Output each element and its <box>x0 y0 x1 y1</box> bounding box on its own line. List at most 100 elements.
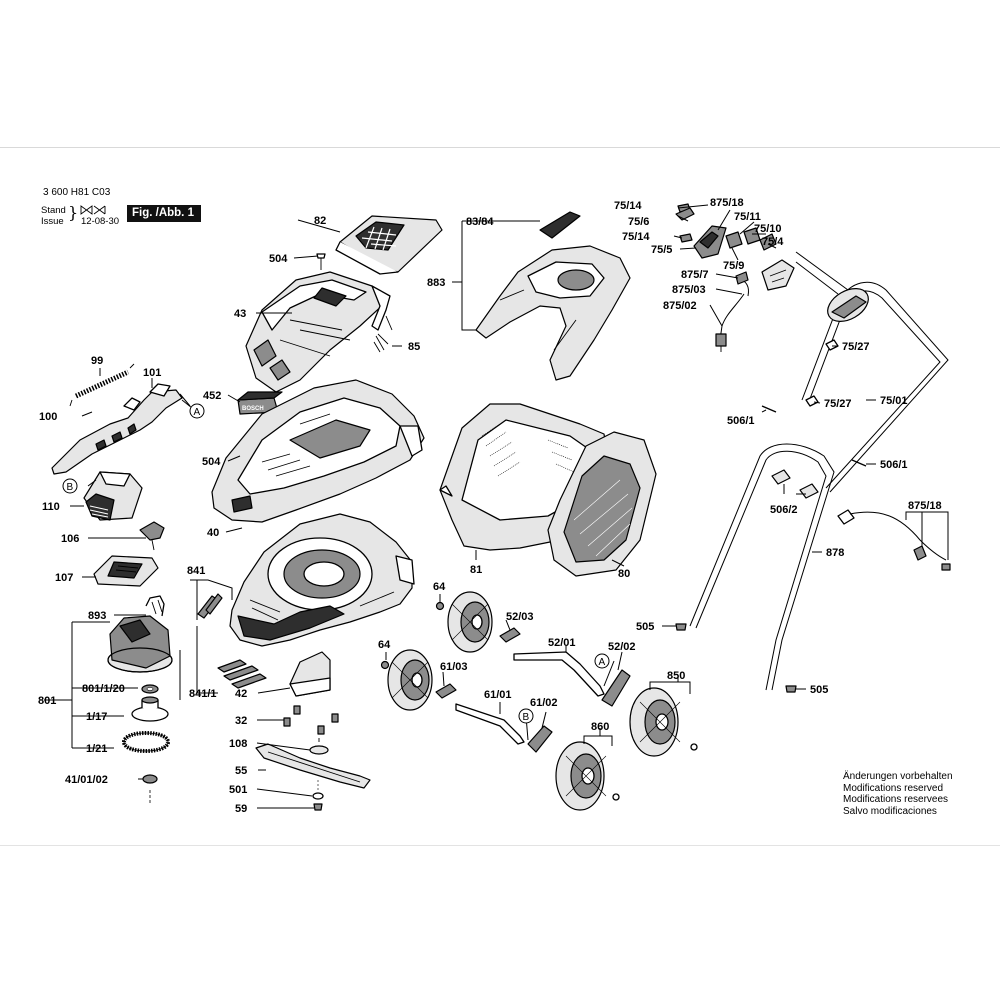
callout-875-18: 875/18 <box>710 197 744 209</box>
part-83-84-grip <box>539 211 581 239</box>
part-41-01-02-washer <box>142 774 158 804</box>
marker-b-circle: B <box>518 708 534 724</box>
note-line: Salvo modificaciones <box>843 805 937 817</box>
callout-504: 504 <box>269 253 288 265</box>
note-line: Modifications reserved <box>843 782 944 794</box>
callout-75-4: 75/4 <box>762 236 784 248</box>
callout-801-1-20: 801/1/20 <box>82 683 125 695</box>
callout-75-9: 75/9 <box>723 260 744 272</box>
part-506-1-bolt <box>851 459 867 467</box>
callout-505: 505 <box>810 684 828 696</box>
callout-labels: 82 504 43 85 99 101 100 452 504 110 40 1… <box>38 197 942 815</box>
part-110-cover-block <box>83 471 143 521</box>
callout-1-21: 1/21 <box>86 743 107 755</box>
callout-506-1: 506/1 <box>727 415 755 427</box>
part-52-03-hub <box>499 627 521 643</box>
callout-878: 878 <box>826 547 844 559</box>
part-504-screw <box>316 253 326 270</box>
callout-875-03: 875/03 <box>672 284 706 296</box>
part-801-1-20-bearing <box>141 684 159 694</box>
callout-841: 841 <box>187 565 205 577</box>
part-893-guard <box>145 595 165 617</box>
callout-850: 850 <box>667 670 685 682</box>
part-61-02-lever <box>527 725 553 753</box>
part-878-lower-handle <box>689 443 835 691</box>
callout-875-18: 875/18 <box>908 500 942 512</box>
part-501-washer <box>312 780 324 800</box>
part-860-wheel <box>555 741 620 811</box>
callout-75-11: 75/11 <box>734 211 761 223</box>
part-40-lower-housing <box>211 379 425 523</box>
callout-61-03: 61/03 <box>440 661 468 673</box>
header-divider <box>0 147 1000 148</box>
part-64-clip <box>435 601 445 611</box>
callout-75-5: 75/5 <box>651 244 672 256</box>
part-75-11-spring <box>725 231 743 249</box>
part-505-screw <box>675 623 687 631</box>
callout-841-1: 841/1 <box>189 688 217 700</box>
marker-a-label: A <box>194 407 201 418</box>
callout-875-02: 875/02 <box>663 300 697 312</box>
callout-75-14: 75/14 <box>614 200 642 212</box>
part-75-5-switch-box <box>693 225 727 259</box>
part-52-01-axle <box>513 651 605 697</box>
marker-b-label: B <box>523 712 530 723</box>
callout-505: 505 <box>636 621 654 633</box>
part-108-adapter <box>309 738 329 755</box>
figure-badge: Fig. /Abb. 1 <box>127 205 201 222</box>
callout-75-6: 75/6 <box>628 216 649 228</box>
callout-83-84: 83/84 <box>466 216 494 228</box>
brand-logo-text: BOSCH <box>242 406 264 412</box>
callout-59: 59 <box>235 803 247 815</box>
marker-a-label: A <box>599 657 606 668</box>
marker-b-circle: B <box>62 478 78 494</box>
callout-875-7: 875/7 <box>681 269 709 281</box>
callout-61-01: 61/01 <box>484 689 512 701</box>
part-841-combs <box>197 593 223 619</box>
note-line: Änderungen vorbehalten <box>843 771 953 782</box>
part-875-7-cable <box>735 271 749 297</box>
part-883-lid <box>475 245 631 381</box>
callout-52-02: 52/02 <box>608 641 636 653</box>
callout-101: 101 <box>143 367 161 379</box>
callout-110: 110 <box>42 501 60 513</box>
callout-75-01: 75/01 <box>880 395 908 407</box>
callout-32: 32 <box>235 715 247 727</box>
part-43-upper-housing <box>245 271 391 393</box>
marker-a-circle: A <box>594 653 610 669</box>
callout-452: 452 <box>203 390 221 402</box>
callout-55: 55 <box>235 765 247 777</box>
callout-504: 504 <box>202 456 221 468</box>
bowtie-icon <box>80 205 106 215</box>
callout-80: 80 <box>618 568 630 580</box>
marker-b-label: B <box>67 482 74 493</box>
callout-860: 860 <box>591 721 609 733</box>
callout-85: 85 <box>408 341 420 353</box>
part-32-screws <box>283 705 339 735</box>
part-75-14-screw <box>679 233 693 243</box>
leader-lines <box>44 204 949 809</box>
stand-label: Stand <box>41 205 66 216</box>
callout-64: 64 <box>433 581 446 593</box>
part-1-21-belt <box>121 731 171 753</box>
part-85-spring <box>373 315 393 353</box>
callout-64: 64 <box>378 639 391 651</box>
part-75-27-clip <box>825 339 839 351</box>
callout-42: 42 <box>235 688 247 700</box>
part-850-wheel <box>629 687 698 757</box>
part-wheel-rear-left <box>447 591 493 653</box>
callout-75-10: 75/10 <box>754 223 782 235</box>
part-motor-deck <box>229 513 415 647</box>
part-80-bag <box>547 431 657 577</box>
callout-75-27: 75/27 <box>842 341 870 353</box>
part-506-1-bolt <box>761 405 777 413</box>
callout-75-14: 75/14 <box>622 231 650 243</box>
document-number: 3 600 H81 C03 <box>43 187 111 198</box>
callout-801: 801 <box>38 695 56 707</box>
stand-issue-labels: Stand Issue <box>41 205 66 227</box>
part-55-blade <box>255 743 371 789</box>
callout-893: 893 <box>88 610 106 622</box>
part-506-2-knob <box>799 483 819 499</box>
issue-date: 12-08-30 <box>81 216 120 227</box>
